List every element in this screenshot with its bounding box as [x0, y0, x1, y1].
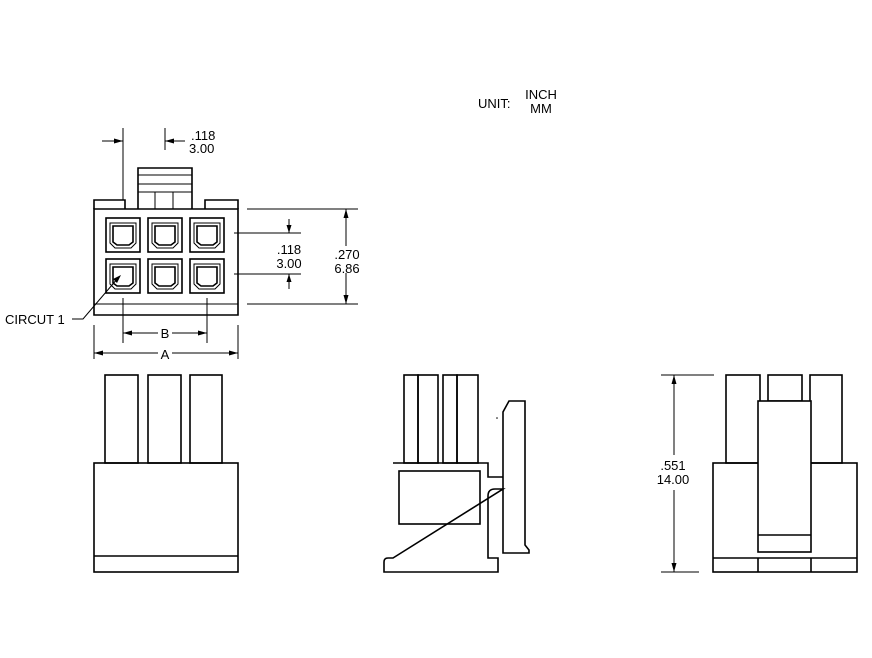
pitch-dimension: .118 3.00 [234, 219, 302, 289]
length-mm: 14.00 [657, 472, 690, 487]
height-inch: .270 [334, 247, 359, 262]
cavity [105, 217, 141, 253]
side-window [398, 470, 481, 525]
cavity [147, 258, 183, 294]
pitch-inch: .118 [277, 242, 301, 257]
circuit-label: CIRCUT 1 [5, 312, 65, 327]
unit-inch: INCH [525, 87, 557, 102]
dim-a-label: A [161, 347, 170, 362]
right-tab [204, 199, 239, 209]
latch-width-mm: 3.00 [189, 141, 214, 156]
unit-label: UNIT: INCH MM [478, 87, 557, 116]
left-tab [93, 199, 126, 209]
cavity [147, 217, 183, 253]
length-dimension: .551 14.00 [657, 374, 714, 573]
circuit-1-callout: CIRCUT 1 [5, 275, 121, 327]
latch-arm [502, 400, 530, 554]
pitch-mm: 3.00 [276, 256, 301, 271]
latch-width-dimension: .118 3.00 [102, 128, 215, 200]
cavity [189, 217, 225, 253]
latch-width-inch: .118 [191, 128, 215, 143]
dimension-a: A [93, 325, 239, 362]
dim-b-label: B [161, 326, 170, 341]
front-view: .118 3.00 .118 3.00 .270 6.86 [5, 128, 360, 362]
cavity [105, 258, 141, 294]
side-view [383, 374, 530, 573]
length-inch: .551 [660, 458, 685, 473]
cavity-grid [105, 217, 225, 294]
height-dimension: .270 6.86 [247, 208, 360, 305]
top-view [93, 374, 239, 573]
unit-mm: MM [530, 101, 552, 116]
latch-top [137, 167, 193, 209]
front-body [93, 208, 239, 316]
cavity [189, 258, 225, 294]
height-mm: 6.86 [334, 261, 359, 276]
unit-text: UNIT: [478, 96, 511, 111]
dimension-b: B [122, 298, 208, 343]
end-view: .551 14.00 [657, 374, 858, 573]
